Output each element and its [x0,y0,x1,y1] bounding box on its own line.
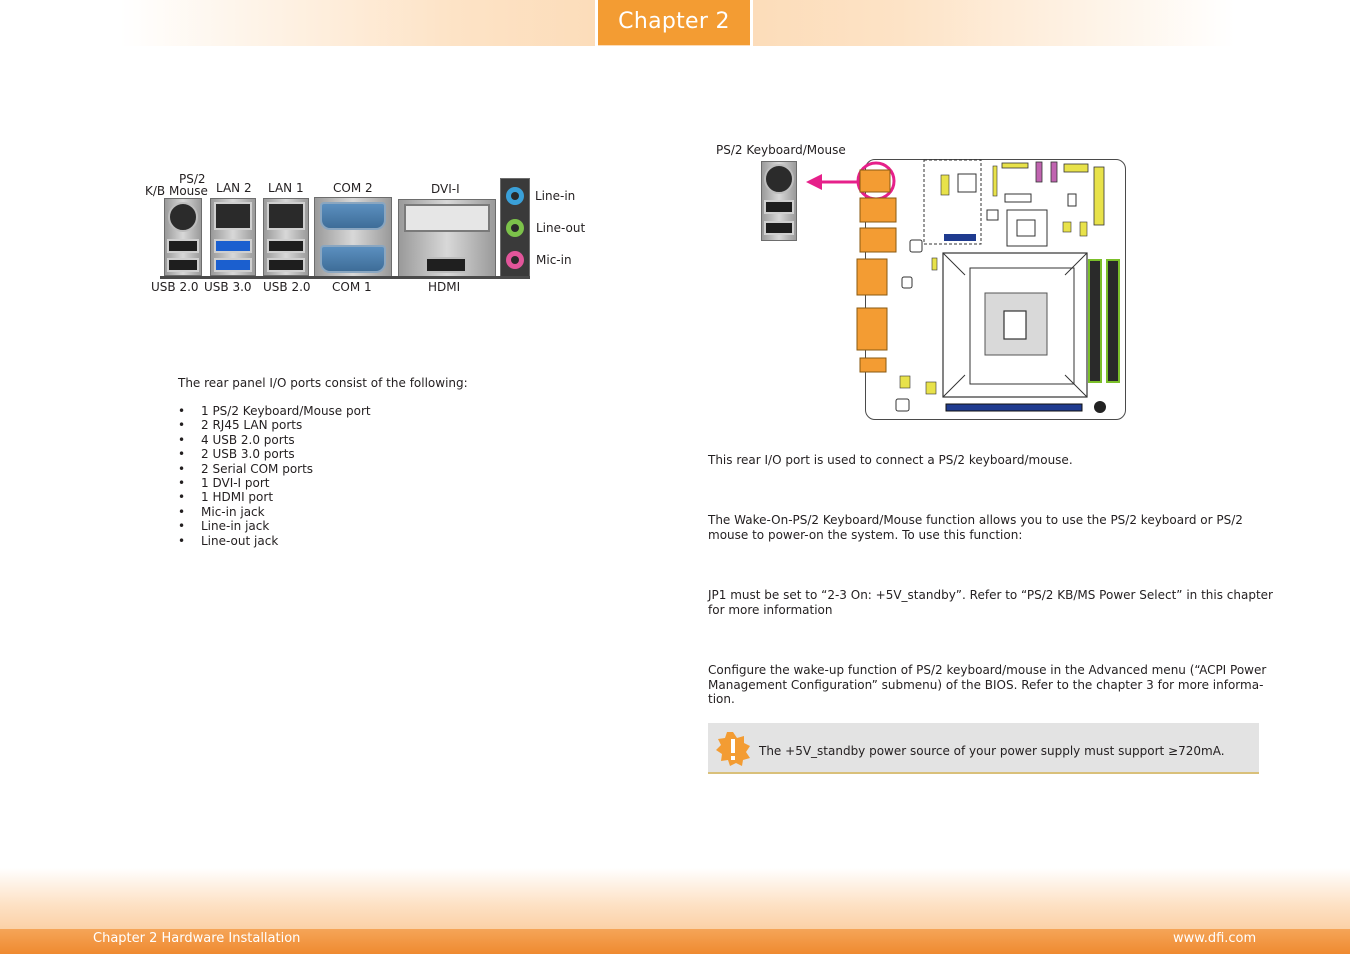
lan2-port [214,202,252,230]
line-in-jack [506,187,524,205]
com1-label: COM 1 [332,280,372,294]
warning-icon [716,732,750,766]
ps2-para2-line2: mouse to power-on the system. To use thi… [708,527,1023,542]
footer-bar [0,929,1350,954]
ps2-para4-line1: Configure the wake-up function of PS/2 k… [708,663,1267,677]
motherboard-layout [865,159,1126,420]
usb20-port [267,258,305,272]
ps2-label-top: PS/2 [179,172,206,186]
pointer-arrow-head [806,174,822,190]
chapter-tab: Chapter 2 [598,0,750,45]
rear-panel-intro: The rear panel I/O ports consist of the … [178,376,468,390]
line-out-label: Line-out [536,221,586,235]
list-item: 1 DVI-I port [178,476,371,491]
ps2-port [764,164,794,194]
ps2-port [168,202,198,232]
com1-port [320,245,386,273]
ps2-para3-line1: JP1 must be set to “2-3 On: +5V_standby”… [708,588,1273,602]
ps2-para3-line2: for more information [708,602,833,617]
com2-label: COM 2 [333,181,373,195]
usb30-port [214,239,252,253]
list-item: Line-out jack [178,534,371,549]
com2-port [320,202,386,230]
ps2-para1: This rear I/O port is used to connect a … [708,453,1073,467]
mic-in-jack [506,251,524,269]
list-item: Line-in jack [178,519,371,534]
ps2-para4-line2: Management Configuration” submenu) of th… [708,677,1264,692]
hdmi-label: HDMI [428,280,461,294]
important-note-box: The +5V_standby power source of your pow… [708,723,1259,774]
lan2-label: LAN 2 [216,181,252,195]
usb20-right-label: USB 2.0 [263,280,311,294]
list-item: 4 USB 2.0 ports [178,433,371,448]
usb20-port [764,200,794,214]
usb20-port [764,221,794,235]
header-separator [595,0,598,46]
list-item: 2 RJ45 LAN ports [178,418,371,433]
line-in-label: Line-in [535,189,576,203]
list-item: 2 USB 3.0 ports [178,447,371,462]
header-separator [750,0,753,46]
line-out-jack [506,219,524,237]
list-item: Mic-in jack [178,505,371,520]
rear-panel-list: 1 PS/2 Keyboard/Mouse port 2 RJ45 LAN po… [178,404,371,548]
usb20-left-label: USB 2.0 [151,280,199,294]
footer-website-link[interactable]: www.dfi.com [1173,931,1257,946]
usb20-port [167,239,199,253]
ps2-para4-line3: tion. [708,692,735,706]
lan1-port [267,202,305,230]
ps2-label-bottom: K/B Mouse [145,184,208,198]
dvi-label: DVI-I [431,182,460,196]
dvi-port [404,204,490,232]
panel-baseline [160,276,530,279]
footer-chapter-title: Chapter 2 Hardware Installation [93,931,301,946]
ps2-para4: Configure the wake-up function of PS/2 k… [708,663,1266,707]
list-item: 1 HDMI port [178,490,371,505]
footer-band [0,868,1350,930]
ps2-para2-line1: The Wake-On-PS/2 Keyboard/Mouse function… [708,513,1243,527]
ps2-diagram-label: PS/2 Keyboard/Mouse [716,143,846,157]
list-item: 2 Serial COM ports [178,462,371,477]
usb20-port [267,239,305,253]
ps2-para2: The Wake-On-PS/2 Keyboard/Mouse function… [708,513,1243,542]
ps2-para3: JP1 must be set to “2-3 On: +5V_standby”… [708,588,1273,617]
hdmi-port [425,257,467,273]
usb20-port [167,258,199,272]
list-item: 1 PS/2 Keyboard/Mouse port [178,404,371,419]
mic-in-label: Mic-in [536,253,572,267]
usb30-label: USB 3.0 [204,280,252,294]
usb30-port [214,258,252,272]
note-text: The +5V_standby power source of your pow… [759,744,1225,758]
lan1-label: LAN 1 [268,181,304,195]
